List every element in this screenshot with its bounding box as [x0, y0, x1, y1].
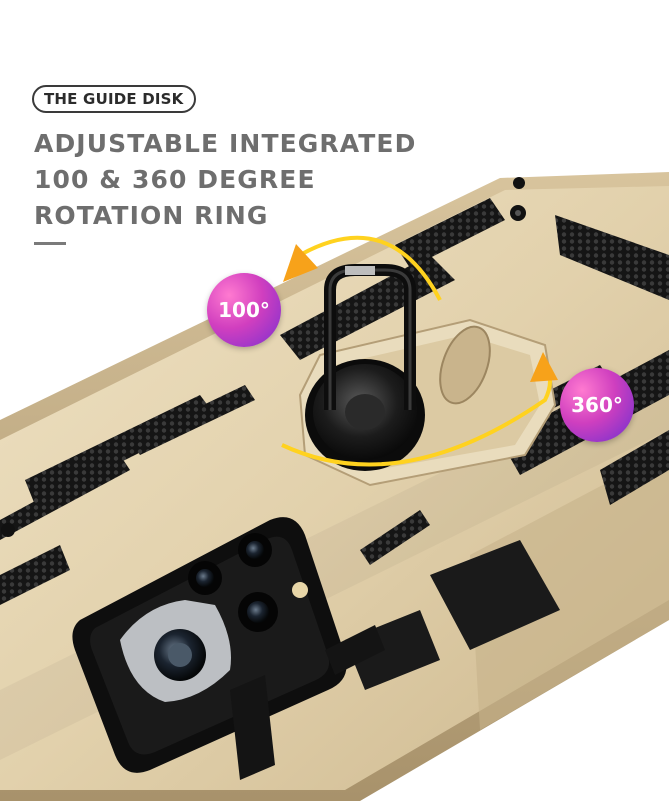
rotation-360-badge: 360°: [560, 368, 634, 442]
rotation-arrows: [281, 235, 558, 467]
headline-line-1: ADJUSTABLE INTEGRATED: [34, 129, 417, 158]
ring-holder: [298, 264, 557, 487]
headline-line-3: ROTATION RING: [34, 201, 269, 230]
headline-divider: [34, 242, 66, 245]
guide-disk-tag: THE GUIDE DISK: [32, 85, 196, 113]
headline-line-2: 100 & 360 DEGREE: [34, 165, 316, 194]
camera-module: [72, 517, 347, 773]
feature-headline: ADJUSTABLE INTEGRATED 100 & 360 DEGREE R…: [34, 126, 416, 234]
rotation-100-badge: 100°: [207, 273, 281, 347]
